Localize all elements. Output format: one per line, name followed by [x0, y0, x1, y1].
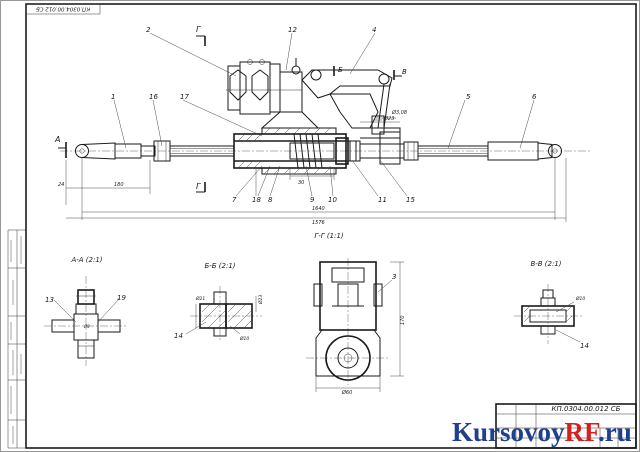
doc-code: КП.0304.00.012 СБ	[552, 405, 621, 413]
dim-gg-h: 170	[400, 315, 406, 325]
dim-total: 1576	[312, 220, 325, 226]
title-block: КП.0304.00.012 СБ	[495, 403, 637, 449]
dim-gg-w: Ø60	[341, 389, 352, 396]
lever-arm-4	[301, 69, 393, 135]
callout-17: 17	[180, 93, 189, 101]
marker-g-bottom: Г	[196, 182, 201, 191]
main-view: Г Г А В Б	[54, 25, 590, 226]
section-v-view: В-В (2:1) Ø10 14	[514, 260, 589, 350]
marker-g-top: Г	[196, 25, 201, 34]
callout-14b: 14	[580, 342, 589, 350]
dim-stroke: 30	[298, 180, 304, 186]
section-b-title: Б-Б (2:1)	[204, 262, 235, 270]
callout-16: 16	[149, 93, 158, 101]
callout-8: 8	[268, 196, 273, 204]
rotated-doc-code: КП.0304.00.012 СБ	[36, 6, 90, 12]
callout-19: 19	[117, 294, 126, 302]
callout-5: 5	[466, 93, 471, 101]
dim-180: 180	[114, 182, 124, 188]
callout-15: 15	[406, 196, 415, 204]
dim-aa: Ø8	[83, 324, 90, 329]
dim-bb2: Ø10	[239, 335, 249, 342]
marker-a: А	[54, 135, 60, 144]
marker-b: Б	[338, 66, 343, 74]
callout-4: 4	[372, 26, 376, 34]
right-eye	[548, 144, 562, 158]
section-a-view: А-А (2:1) 13 19 Ø8	[44, 256, 128, 366]
watermark-part3: .ru	[598, 417, 632, 447]
sheet-inner-frame	[25, 3, 637, 449]
section-g-title: Г-Г (1:1)	[314, 232, 344, 240]
dim-ball2: Ø3,08	[391, 109, 407, 116]
section-g-view: Г-Г (1:1) 170 Ø60 3	[306, 232, 406, 396]
callout-12: 12	[288, 26, 297, 34]
bb-hatching	[201, 303, 253, 329]
callout-11: 11	[378, 196, 387, 204]
left-binding-strip	[7, 229, 26, 449]
callout-2: 2	[146, 26, 151, 34]
callout-1: 1	[111, 93, 115, 101]
dim-vv: Ø10	[575, 295, 585, 302]
dim-ball: Ø23	[383, 115, 394, 122]
marker-v: В	[402, 68, 407, 76]
section-g-cut: Г Г	[196, 25, 206, 193]
valve-block	[226, 58, 320, 129]
dim-bb3: Ø23	[257, 295, 264, 305]
section-b-view: Б-Б (2:1) Ø21 Ø23 Ø10 14	[174, 262, 264, 342]
watermark: KursovoyRF.ru	[452, 417, 632, 447]
section-b-cut: Б	[333, 66, 343, 76]
callout-10: 10	[328, 196, 337, 204]
vv-hatching	[523, 305, 573, 323]
callout-18: 18	[252, 196, 261, 204]
main-dimensions: 24 180 1640 1576 30 Ø23 Ø3,08	[58, 109, 567, 226]
section-v-title: В-В (2:1)	[530, 260, 561, 268]
callout-6: 6	[532, 93, 537, 101]
dim-bb1: Ø21	[195, 295, 205, 302]
callout-leaders	[113, 32, 535, 197]
section-a-cut: А	[54, 135, 67, 158]
callout-3: 3	[392, 273, 396, 281]
callout-14: 14	[174, 332, 183, 340]
callout-7: 7	[232, 196, 237, 204]
spring	[293, 133, 323, 169]
section-a-title: А-А (2:1)	[70, 256, 102, 264]
watermark-part2: RF	[565, 417, 600, 447]
rotated-code-box: КП.0304.00.012 СБ	[25, 3, 101, 15]
right-tip-6	[487, 141, 539, 161]
dim-overall: 1640	[312, 206, 325, 212]
section-v-cut: В	[393, 68, 407, 80]
gg-flange	[325, 335, 371, 381]
dim-left: 24	[58, 182, 64, 188]
callout-13: 13	[45, 296, 54, 304]
watermark-part1: Kursovoy	[452, 417, 565, 447]
callout-9: 9	[310, 196, 315, 204]
